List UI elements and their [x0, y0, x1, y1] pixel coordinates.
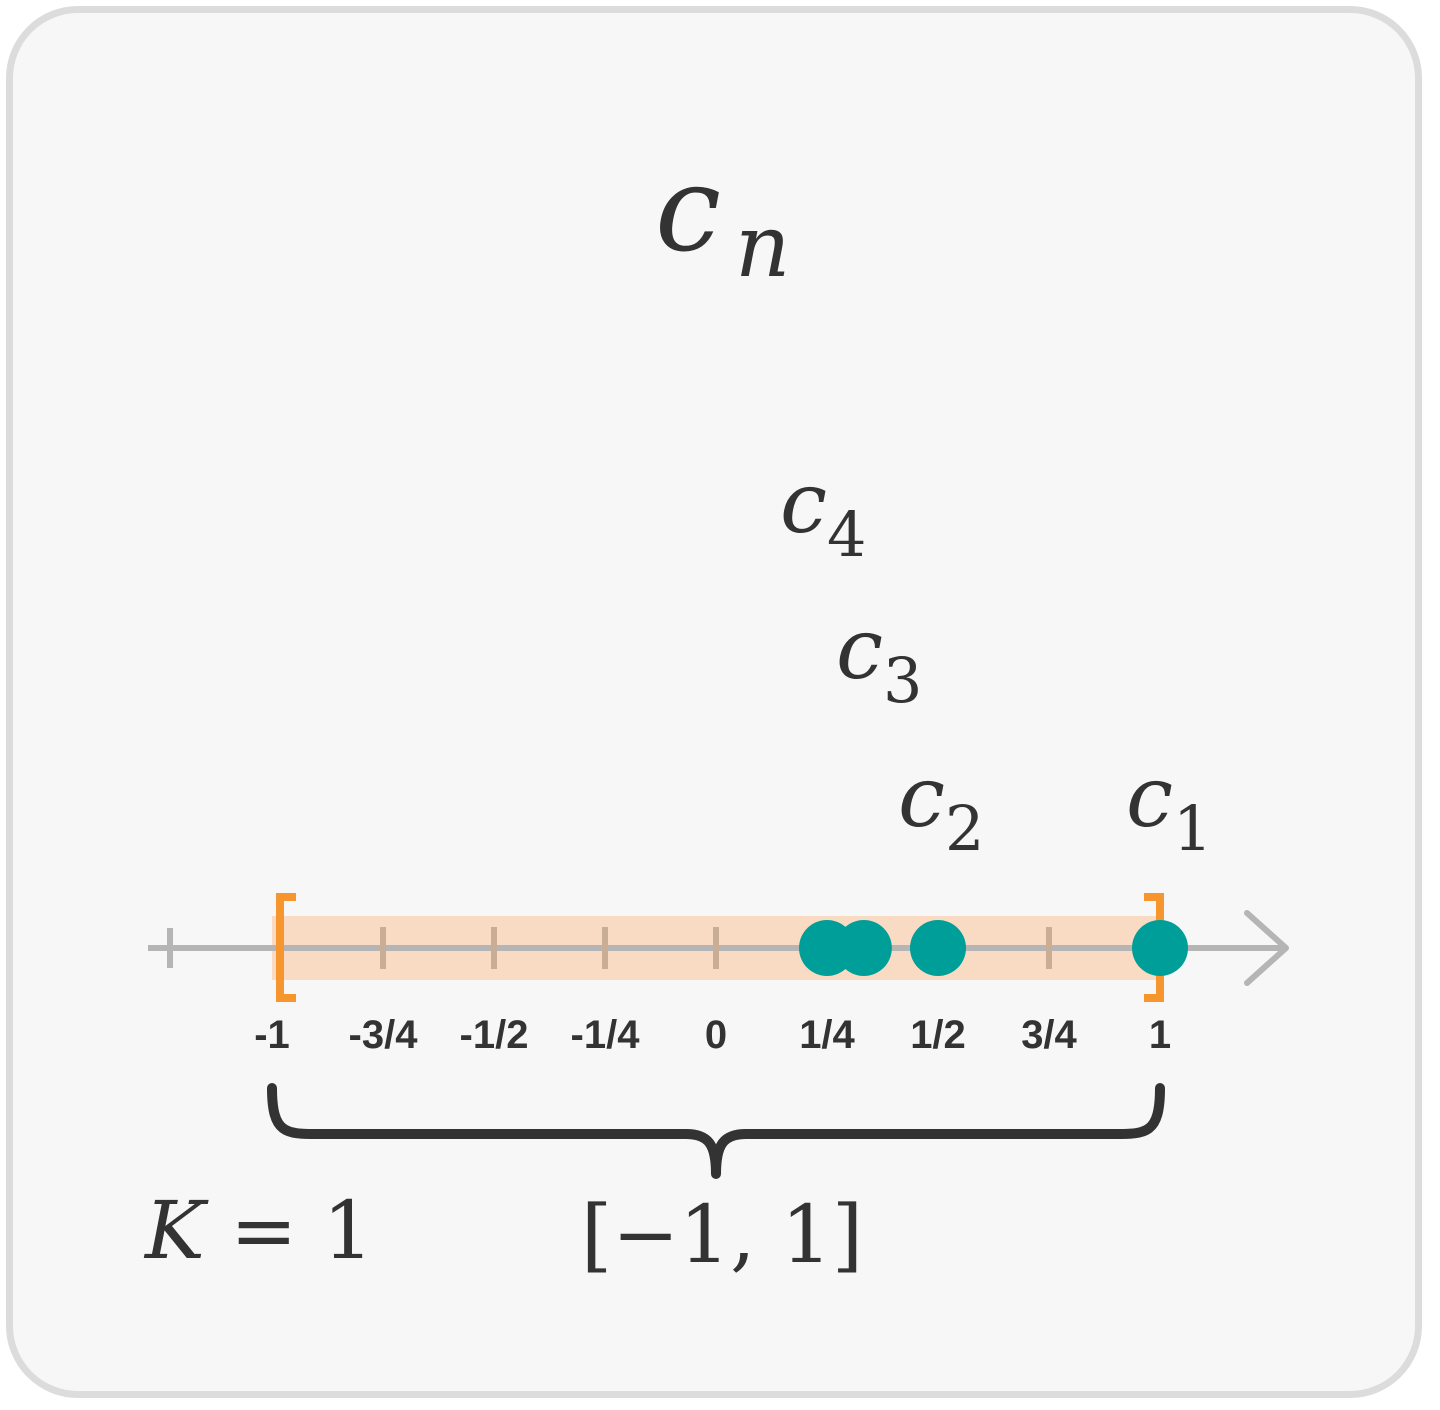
term-label-c1-base: c [1126, 748, 1173, 846]
tick-label: 1/2 [910, 1013, 966, 1057]
term-label-c4-sub: 4 [827, 498, 866, 571]
title-base: c [655, 140, 721, 278]
title-subscript: n [735, 197, 790, 297]
term-label-c3-sub: 3 [883, 644, 922, 717]
tick-label: 1/4 [799, 1013, 855, 1057]
bound-equation: K = 1 [143, 1184, 374, 1277]
bound-eq: = [205, 1184, 323, 1277]
term-label-c2-base: c [898, 748, 945, 846]
term-label-c1-sub: 1 [1173, 792, 1212, 865]
left-bracket [276, 893, 296, 1002]
bound-rhs: 1 [323, 1184, 374, 1277]
tick-label: -1 [254, 1013, 290, 1057]
tick-label: -1/2 [460, 1013, 529, 1057]
axis-arrow-icon [1244, 910, 1289, 986]
tick-label: 1 [1149, 1013, 1171, 1057]
tick-label: -3/4 [349, 1013, 419, 1057]
tick-label: 0 [705, 1013, 727, 1057]
tick-label: -1/4 [571, 1013, 641, 1057]
sequence-points [799, 920, 1188, 976]
axis-tick-labels: -1 -3/4 -1/2 -1/4 0 1/4 1/2 3/4 1 [254, 1013, 1171, 1057]
sequence-point [1132, 920, 1188, 976]
tick-label: 3/4 [1021, 1013, 1077, 1057]
term-label-c4-base: c [780, 454, 827, 552]
term-labels: c 4 c 3 c 2 c 1 [780, 454, 1212, 865]
sequence-point [799, 920, 855, 976]
term-label-c3-base: c [836, 600, 883, 698]
interval-label: [−1, 1] [581, 1188, 863, 1281]
term-label-c2-sub: 2 [945, 792, 984, 865]
sequence-point [910, 920, 966, 976]
interval-brace [267, 1083, 1165, 1179]
bound-lhs: K [143, 1184, 209, 1277]
